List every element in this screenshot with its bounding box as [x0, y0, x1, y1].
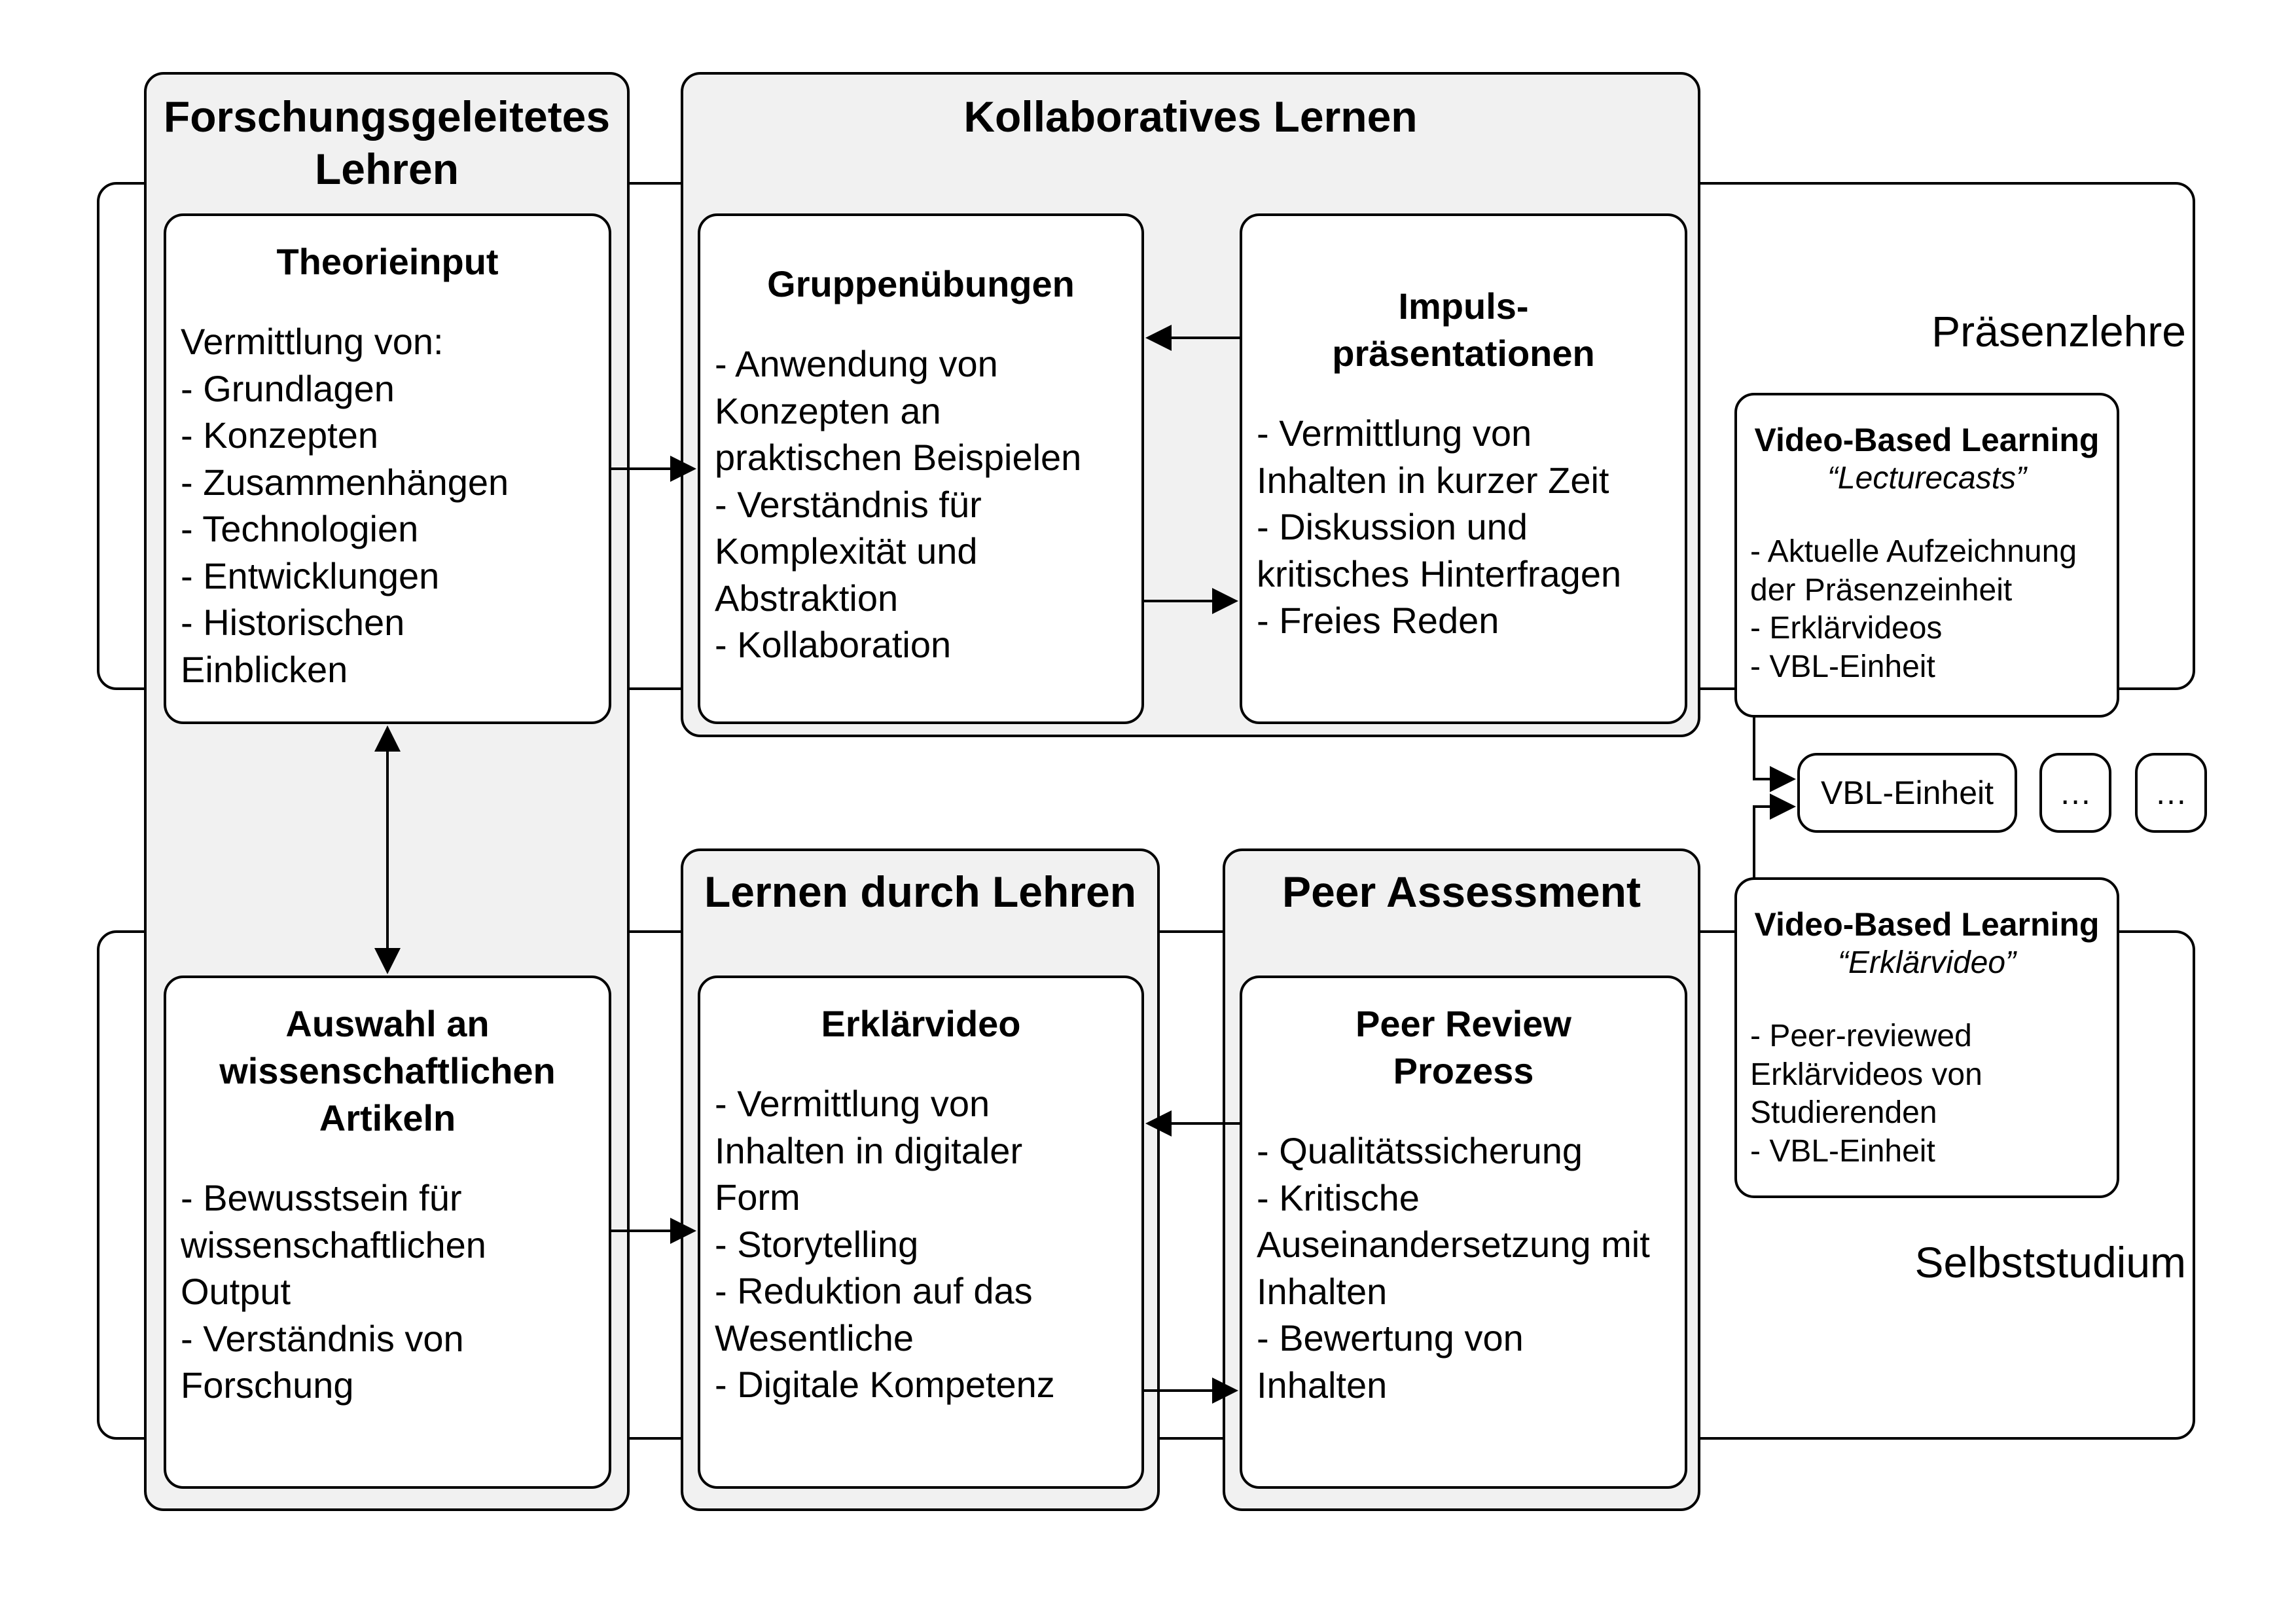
vbl-lecturecasts-title: Video-Based Learning: [1754, 422, 2100, 458]
impulse-presentations-content: - Vermittlung von Inhalten in kurzer Zei…: [1257, 412, 1622, 641]
ellipsis-box-2: …: [2135, 753, 2207, 833]
explainer-video-title: Erklärvideo: [821, 1003, 1021, 1044]
theory-input-card: Theorieinput Vermittlung von: - Grundlag…: [164, 213, 611, 724]
peer-review-process-title: Peer Review Prozess: [1355, 1003, 1571, 1091]
vbl-unit-box: VBL-Einheit: [1797, 753, 2017, 833]
vbl-explainer-content: - Peer-reviewed Erklärvideos von Studier…: [1750, 1019, 1982, 1169]
theory-input-title: Theorieinput: [276, 241, 499, 282]
scientific-articles-content: - Bewusstsein für wissenschaftlichen Out…: [181, 1177, 486, 1406]
arrow-explainer-vbl-to-vbl-unit: [1753, 793, 1796, 877]
vbl-explainer-title: Video-Based Learning: [1754, 906, 2100, 943]
group-exercises-title: Gruppenübungen: [767, 263, 1075, 304]
peer-review-process-content: - Qualitätssicherung - Kritische Auseina…: [1257, 1130, 1650, 1406]
vbl-lecturecasts-subtitle: “Lecturecasts”: [1827, 461, 2027, 496]
group-exercises-content: - Anwendung von Konzepten an praktischen…: [715, 343, 1082, 665]
impulse-presentations-card: Impuls- präsentationen - Vermittlung von…: [1240, 213, 1687, 724]
impulse-presentations-title: Impuls- präsentationen: [1332, 285, 1595, 374]
arrow-lecturecasts-to-vbl-unit: [1753, 718, 1796, 792]
vbl-explainer-card: Video-Based Learning “Erklärvideo” - Pee…: [1734, 877, 2119, 1198]
peer-review-process-card: Peer Review Prozess - Qualitätssicherung…: [1240, 976, 1687, 1489]
peer-assessment-title: Peer Assessment: [1282, 867, 1641, 916]
ellipsis-box-1: …: [2039, 753, 2111, 833]
explainer-video-card: Erklärvideo - Vermittlung von Inhalten i…: [698, 976, 1144, 1489]
group-exercises-card: Gruppenübungen - Anwendung von Konzepten…: [698, 213, 1144, 724]
learning-by-teaching-title: Lernen durch Lehren: [704, 867, 1137, 916]
scientific-articles-card: Auswahl an wissenschaftlichen Artikeln -…: [164, 976, 611, 1489]
vbl-lecturecasts-content: - Aktuelle Aufzeichnung der Präsenzeinhe…: [1750, 534, 2077, 684]
research-led-teaching-title: Forschungsgeleitetes Lehren: [163, 92, 611, 193]
vbl-explainer-subtitle: “Erklärvideo”: [1837, 945, 2017, 980]
collaborative-learning-title: Kollaboratives Lernen: [963, 92, 1418, 141]
scientific-articles-title: Auswahl an wissenschaftlichen Artikeln: [219, 1003, 556, 1139]
self-study-label: Selbststudium: [1914, 1238, 2186, 1286]
theory-input-content: Vermittlung von: - Grundlagen - Konzepte…: [181, 321, 509, 690]
presence-teaching-label: Präsenzlehre: [1931, 307, 2186, 356]
explainer-video-content: - Vermittlung von Inhalten in digitaler …: [715, 1083, 1055, 1405]
vbl-lecturecasts-card: Video-Based Learning “Lecturecasts” - Ak…: [1734, 393, 2119, 718]
